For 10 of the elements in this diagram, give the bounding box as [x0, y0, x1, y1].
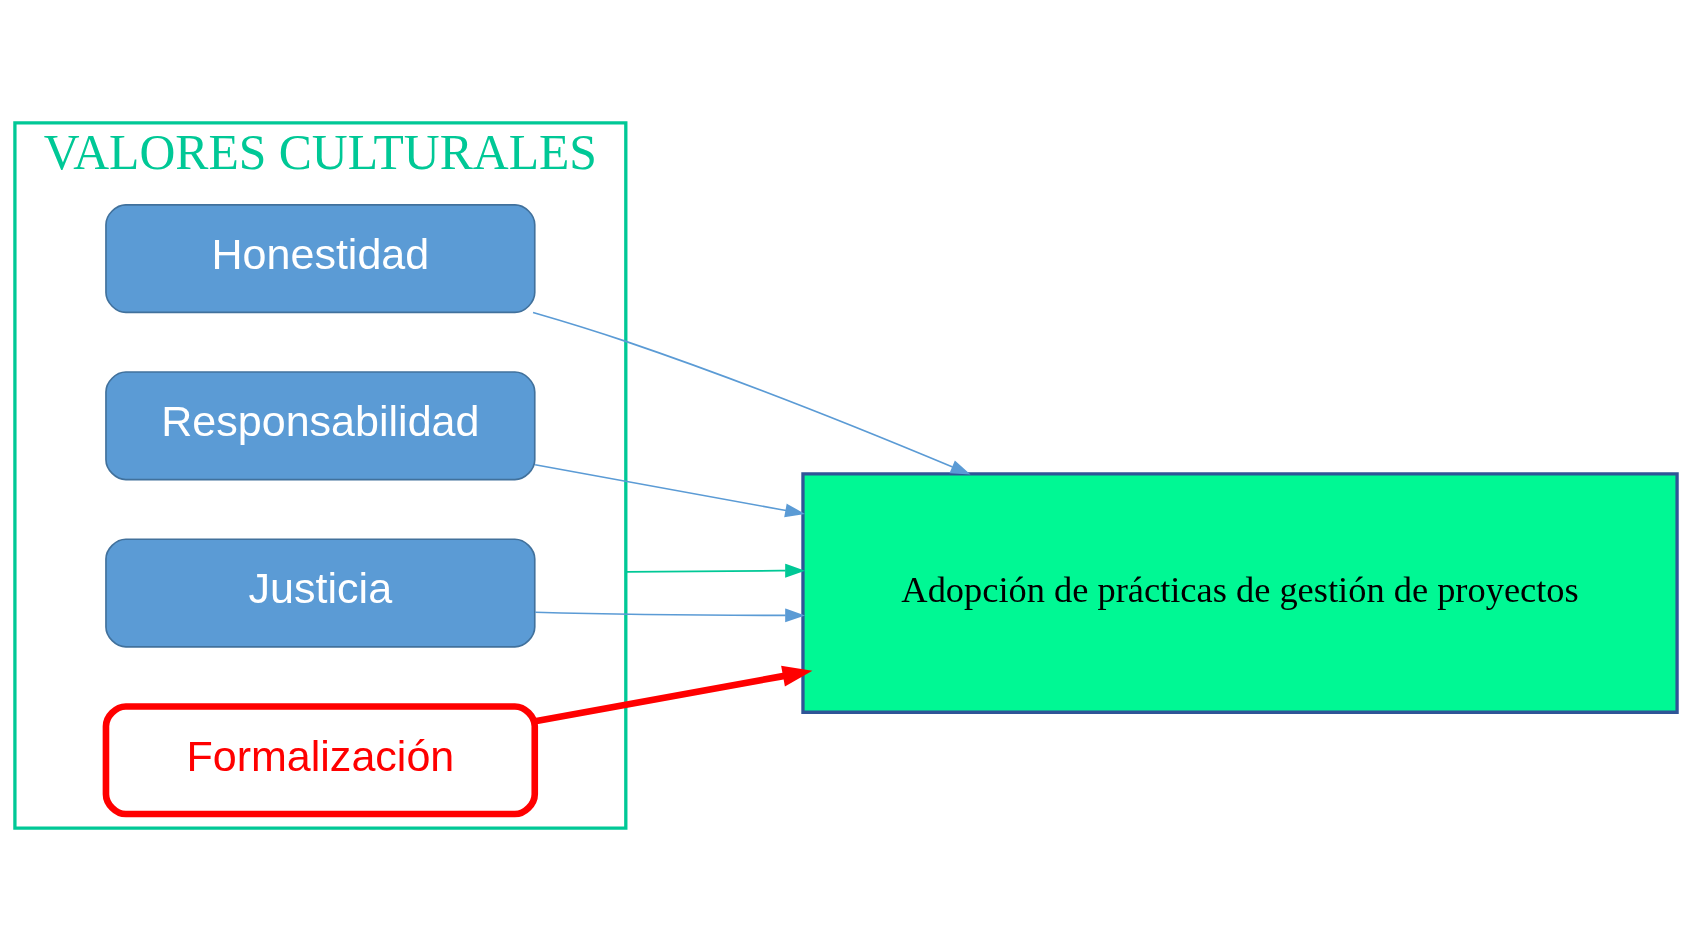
arrow: [534, 463, 806, 517]
node-box: Responsabilidad: [105, 370, 536, 480]
arrow: [624, 563, 806, 578]
node-box: Adopción de prácticas de gestión de proyectos: [801, 471, 1679, 714]
arrow: [534, 665, 813, 725]
node-box: Honestidad: [105, 203, 536, 313]
node-box: Formalización: [102, 702, 539, 817]
node-box: Justicia: [105, 537, 536, 648]
arrow: [532, 311, 971, 475]
arrow: [534, 607, 806, 622]
